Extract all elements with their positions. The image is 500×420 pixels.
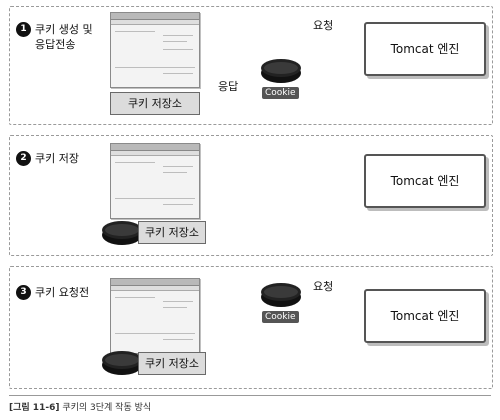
tomcat-engine-1: Tomcat 엔진 (364, 22, 486, 76)
step2-title-text: 쿠키 저장 (35, 152, 79, 165)
cookie-tag-3: Cookie (262, 311, 299, 323)
cookie-storage-3: 쿠키 저장소 (138, 352, 206, 375)
step1-number: 1 (16, 22, 31, 37)
tomcat-engine-3: Tomcat 엔진 (364, 289, 486, 343)
request-label-1: 요청 (313, 19, 334, 32)
caption-rule (9, 395, 491, 396)
step1-title-line1: 쿠키 생성 및 (35, 23, 93, 36)
tomcat-engine-2: Tomcat 엔진 (364, 154, 486, 208)
step2-title: 2 쿠키 저장 (16, 151, 79, 166)
step3-title: 3 쿠키 요청전 (16, 285, 89, 300)
request-label-3: 요청 (313, 280, 334, 293)
figure-caption-text: 쿠키의 3단계 작동 방식 (62, 403, 152, 413)
response-label-1: 응답 (218, 80, 239, 93)
cookie-tag-1: Cookie (262, 87, 299, 99)
cookie-storage-1: 쿠키 저장소 (110, 92, 200, 115)
stored-cookie-icon-2 (102, 221, 142, 245)
browser-window-1 (110, 12, 200, 88)
cookie-storage-2: 쿠키 저장소 (138, 221, 206, 244)
cookie-icon-1 (261, 59, 301, 83)
step3-number: 3 (16, 285, 31, 300)
figure-caption: [그림 11-6] 쿠키의 3단계 작동 방식 (9, 400, 151, 413)
browser-window-2 (110, 143, 200, 219)
step3-title-text: 쿠키 요청전 (35, 286, 90, 299)
cookie-icon-3 (261, 283, 301, 307)
browser-window-3 (110, 278, 200, 354)
step2-number: 2 (16, 151, 31, 166)
figure-number: [그림 11-6] (9, 403, 60, 413)
step1-title-line2: 응답전송 (35, 38, 76, 51)
stored-cookie-icon-3 (102, 351, 142, 375)
